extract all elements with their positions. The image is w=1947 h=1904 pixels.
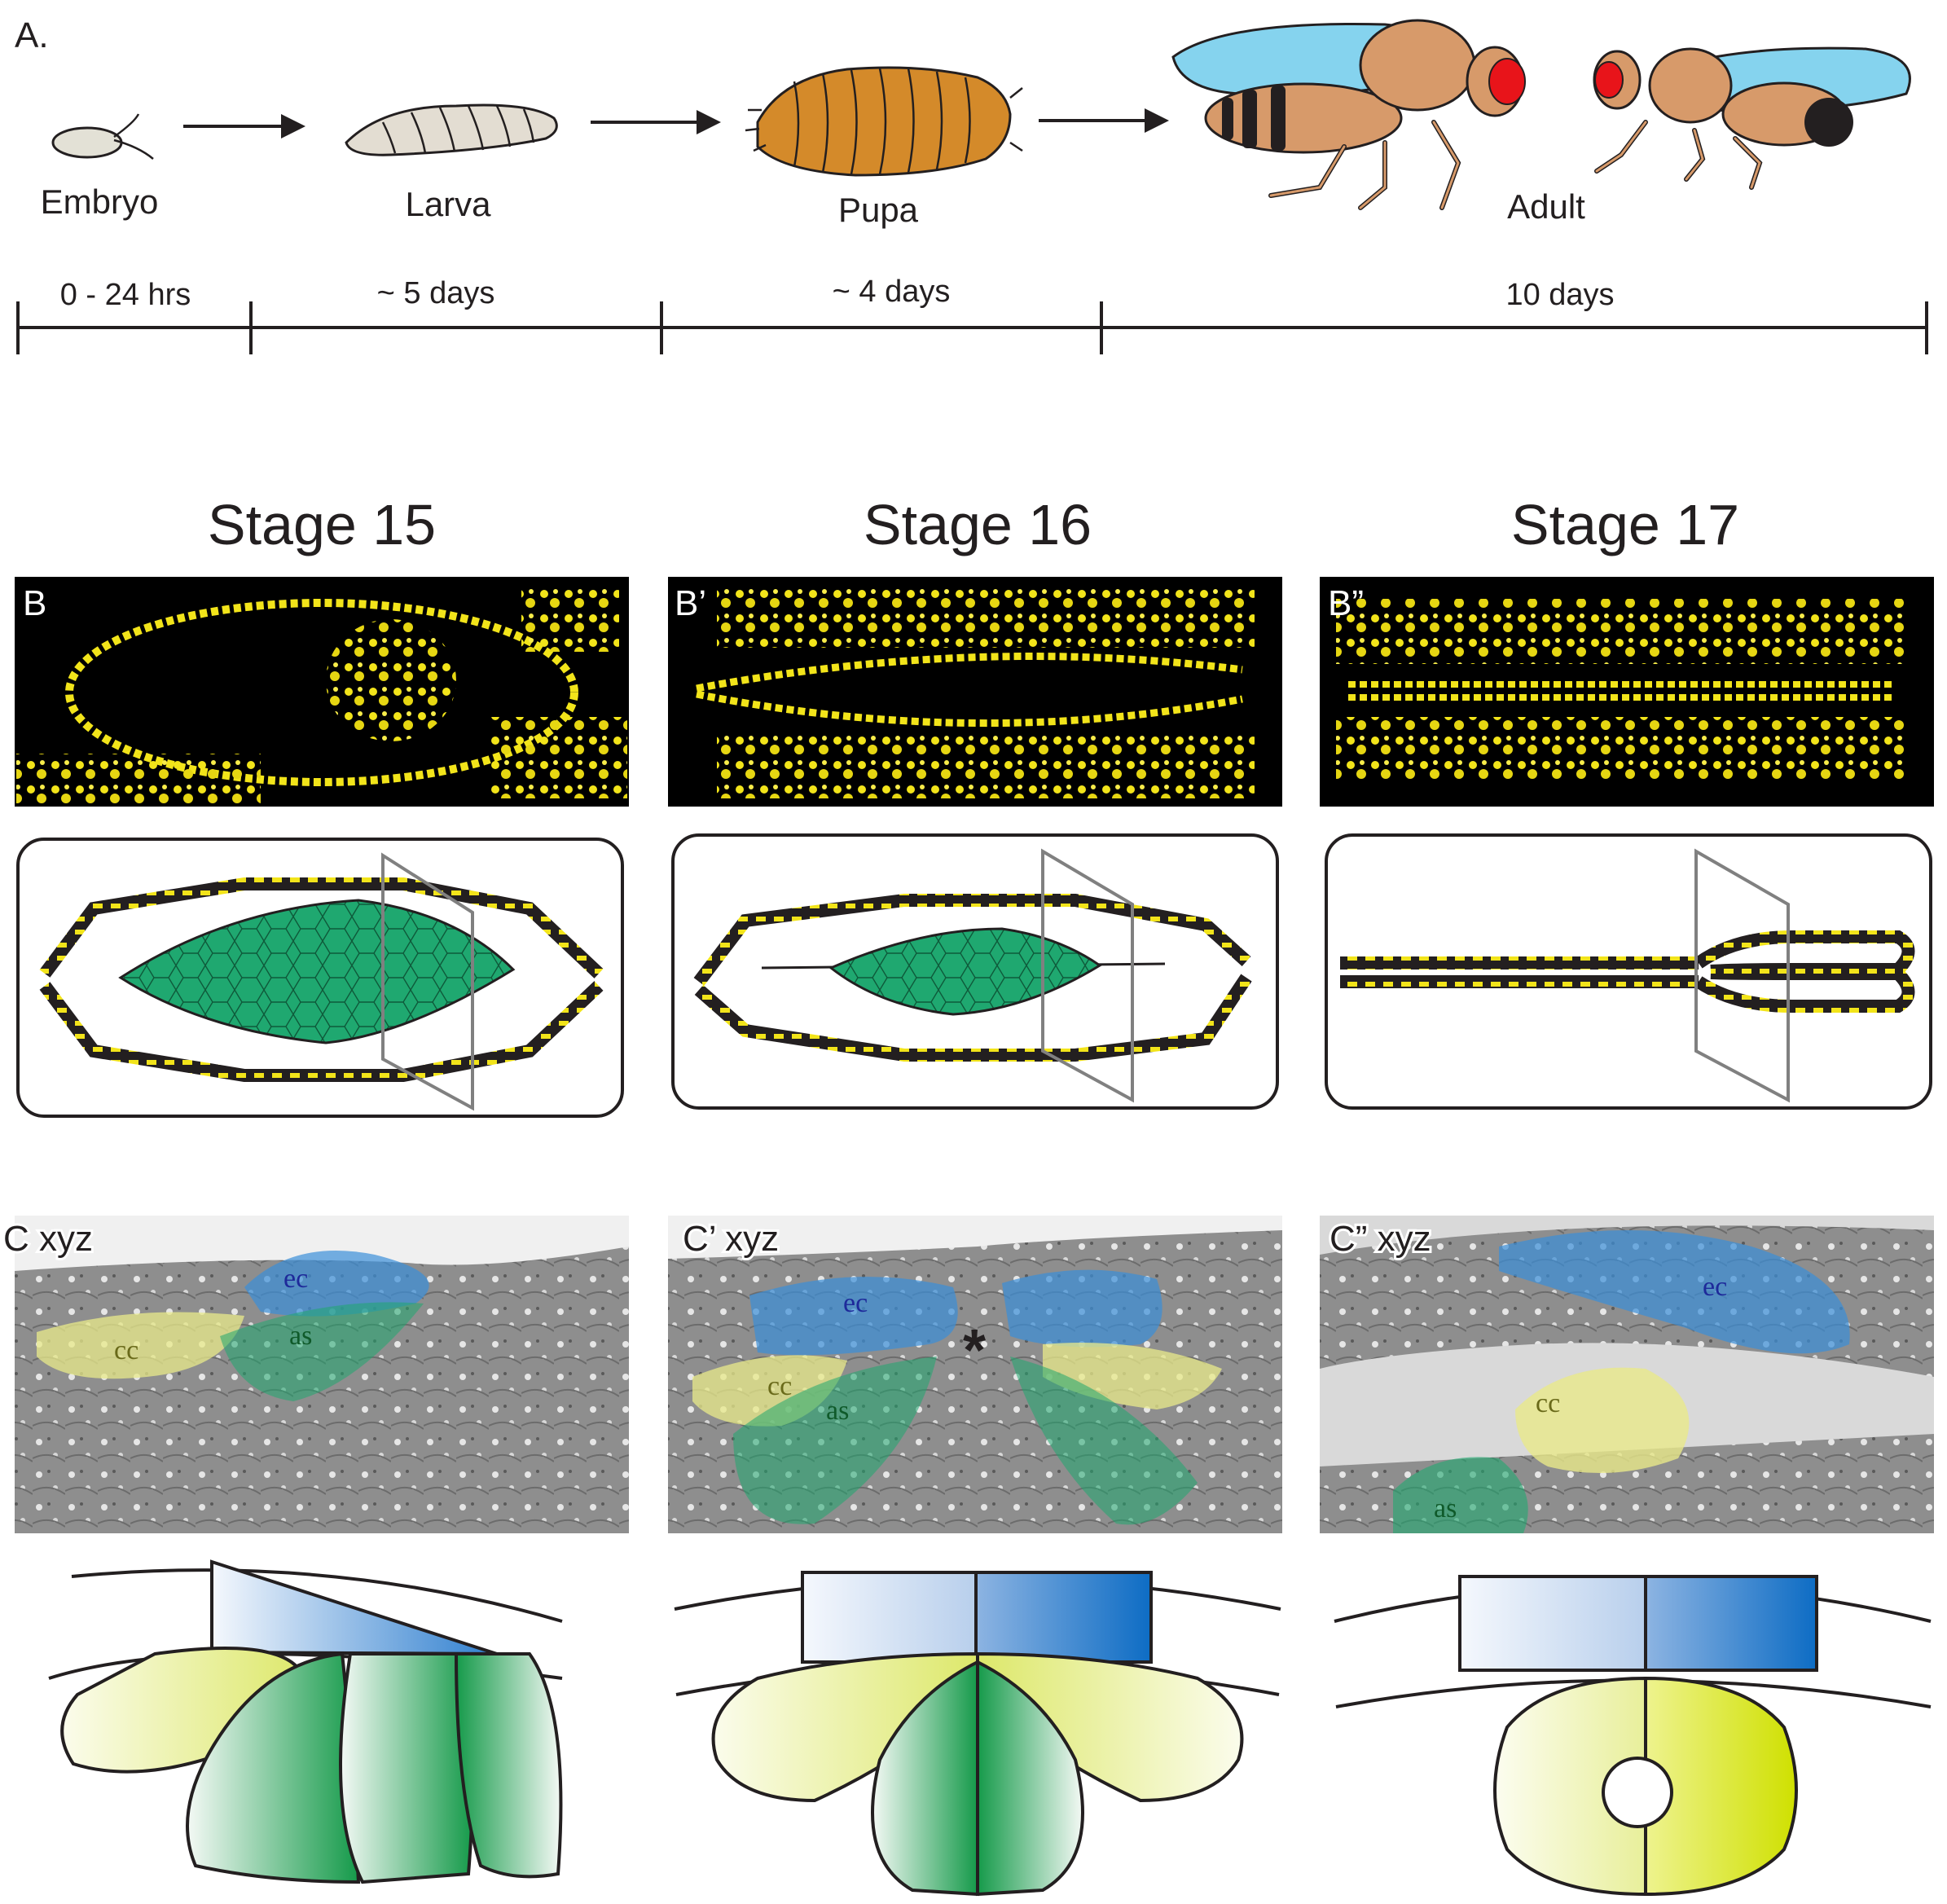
cell-label-ec-3: ec (1703, 1272, 1727, 1302)
cell-label-as-3: as (1434, 1493, 1457, 1524)
cell-label-ec-2: ec (843, 1288, 868, 1318)
duration-larva: ~ 5 days (377, 276, 495, 310)
schematic-stage17 (1325, 833, 1932, 1110)
panel-c-prime-label: C’ xyz (683, 1219, 779, 1259)
larva-drawing (345, 103, 558, 156)
pupa-drawing (745, 66, 1023, 177)
stage-label-larva: Larva (405, 185, 491, 223)
em-image-stage16: C’ xyz ec cc as * (668, 1216, 1282, 1533)
cell-schematic-stage17 (1334, 1575, 1932, 1897)
panel-c-double-prime-label: C” xyz (1329, 1219, 1431, 1259)
cell-label-as: as (289, 1321, 312, 1351)
cell-label-cc: cc (114, 1335, 138, 1365)
panel-c-label: C xyz (3, 1219, 93, 1259)
adult-fly-right (1593, 46, 1911, 190)
schematic-stage16 (671, 833, 1279, 1110)
panel-a: A. (15, 15, 1928, 354)
arrow-1 (183, 114, 305, 139)
em-image-stage17: C” xyz ec cc as (1320, 1216, 1934, 1533)
panel-b-prime-label: B’ (675, 583, 706, 623)
cell-schematic-stage15 (48, 1559, 563, 1884)
stage-title-17: Stage 17 (1511, 493, 1739, 556)
asterisk-marker: * (963, 1318, 986, 1383)
embryo-drawing (51, 113, 154, 160)
cell-label-cc-3: cc (1536, 1388, 1560, 1418)
schematic-stage15 (16, 838, 624, 1118)
duration-adult: 10 days (1505, 278, 1614, 312)
stage-label-embryo: Embryo (41, 182, 159, 221)
arrow-2 (591, 110, 721, 134)
duration-embryo: 0 - 24 hrs (60, 278, 191, 312)
timeline (16, 301, 1928, 354)
duration-pupa: ~ 4 days (833, 275, 951, 309)
cell-label-as-2: as (826, 1396, 849, 1426)
arrow-3 (1039, 108, 1169, 133)
panel-b-double-prime-label: B” (1328, 583, 1364, 623)
fluor-image-stage17: B” (1320, 577, 1934, 807)
cell-schematic-stage16 (674, 1571, 1281, 1897)
stage-label-pupa: Pupa (838, 191, 919, 229)
fluor-image-stage16: B’ (668, 577, 1282, 807)
adult-fly-left (1171, 19, 1526, 210)
stage-label-adult: Adult (1507, 187, 1585, 226)
cell-label-ec: ec (283, 1264, 308, 1294)
stage-title-16: Stage 16 (864, 493, 1092, 556)
em-image-stage15: C xyz ec cc as (1, 1216, 629, 1533)
fluor-image-stage15: B (15, 577, 629, 807)
stage-title-15: Stage 15 (208, 493, 436, 556)
panel-b-label: B (23, 583, 46, 623)
cell-label-cc-2: cc (767, 1371, 792, 1401)
panel-a-label: A. (15, 15, 49, 55)
